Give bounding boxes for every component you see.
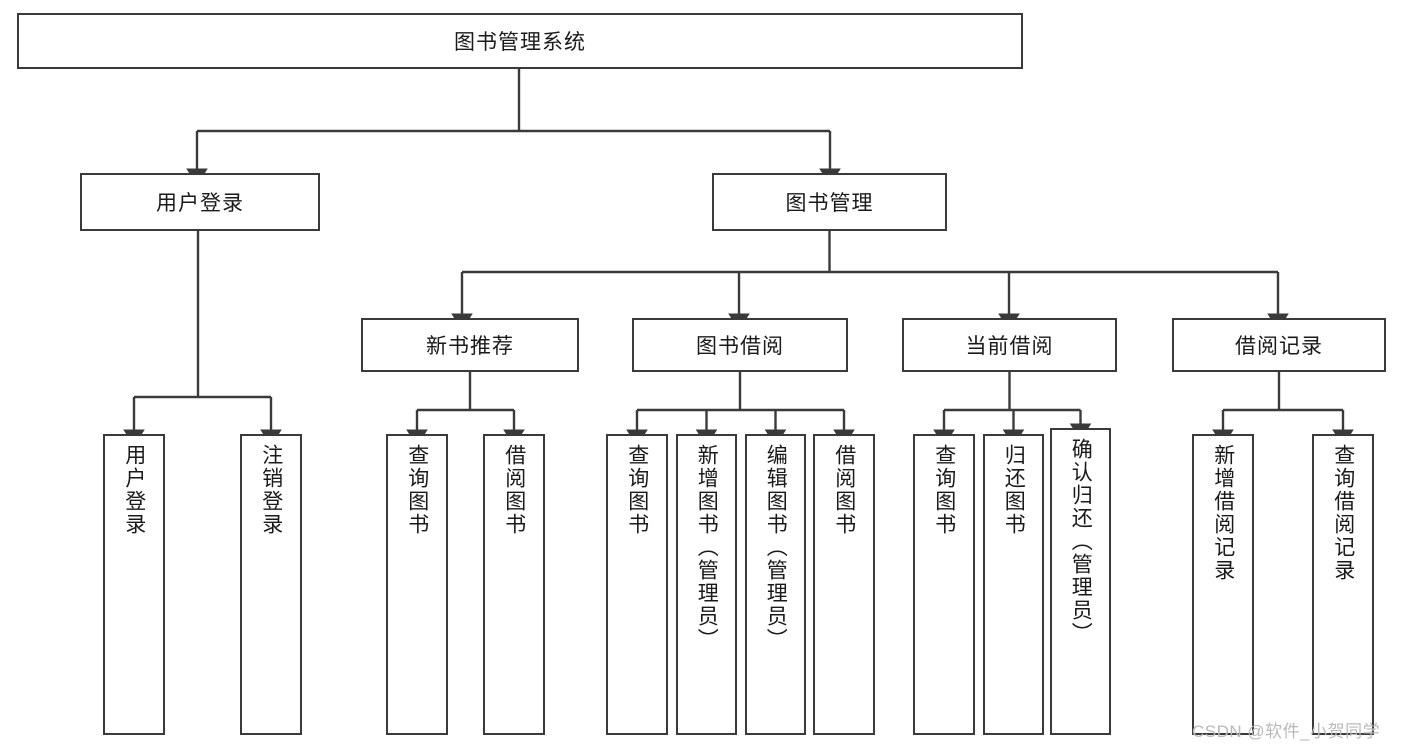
node-leaf-rec-add[interactable]: 新增借阅记录 [1192,434,1254,735]
node-book-borrow[interactable]: 图书借阅 [632,318,848,372]
node-leaf-borrow-query[interactable]: 查询图书 [606,434,668,735]
node-new-book-rec[interactable]: 新书推荐 [361,318,579,372]
node-leaf-borrow-edit[interactable]: 编辑图书（管理员） [745,434,806,735]
node-label-vertical: 新增借阅记录 [1211,444,1235,582]
node-label: 当前借阅 [965,335,1054,358]
node-leaf-cur-query[interactable]: 查询图书 [913,434,975,735]
node-leaf-rec-query[interactable]: 查询图书 [386,434,448,735]
node-label-vertical: 新增图书（管理员） [695,444,719,651]
node-leaf-borrow-do[interactable]: 借阅图书 [813,434,875,735]
node-label-vertical: 注销登录 [259,444,283,536]
node-label-vertical: 查询图书 [405,444,429,536]
node-leaf-cur-confirm[interactable]: 确认归还（管理员） [1050,428,1111,735]
node-leaf-rec-borrow[interactable]: 借阅图书 [483,434,545,735]
node-label-vertical: 确认归还（管理员） [1069,438,1093,645]
node-label: 图书借阅 [696,335,784,358]
node-leaf-user-login[interactable]: 用户登录 [103,434,165,735]
node-label-vertical: 查询图书 [932,444,956,536]
watermark-label: CSDN @软件_小贺同学 [1192,722,1381,741]
node-label: 新书推荐 [426,335,514,358]
node-label: 图书管理 [785,192,874,215]
node-label-vertical: 归还图书 [1002,444,1026,536]
node-borrow-record[interactable]: 借阅记录 [1172,318,1386,372]
node-current-borrow[interactable]: 当前借阅 [902,318,1117,372]
node-label-vertical: 查询图书 [625,444,649,536]
node-label: 图书管理系统 [454,31,586,54]
node-leaf-borrow-add[interactable]: 新增图书（管理员） [676,434,737,735]
node-label: 用户登录 [156,192,244,215]
node-root[interactable]: 图书管理系统 [17,13,1023,69]
node-label-vertical: 用户登录 [122,444,146,536]
node-label-vertical: 借阅图书 [502,444,526,536]
node-label-vertical: 编辑图书（管理员） [764,444,788,651]
node-leaf-user-logout[interactable]: 注销登录 [240,434,302,735]
node-label: 借阅记录 [1235,335,1323,358]
node-leaf-cur-return[interactable]: 归还图书 [983,434,1044,735]
node-leaf-rec-query2[interactable]: 查询借阅记录 [1312,434,1374,735]
node-user-login[interactable]: 用户登录 [80,173,320,231]
node-label-vertical: 借阅图书 [832,444,856,536]
node-book-manage[interactable]: 图书管理 [712,173,947,231]
node-label-vertical: 查询借阅记录 [1331,444,1355,582]
